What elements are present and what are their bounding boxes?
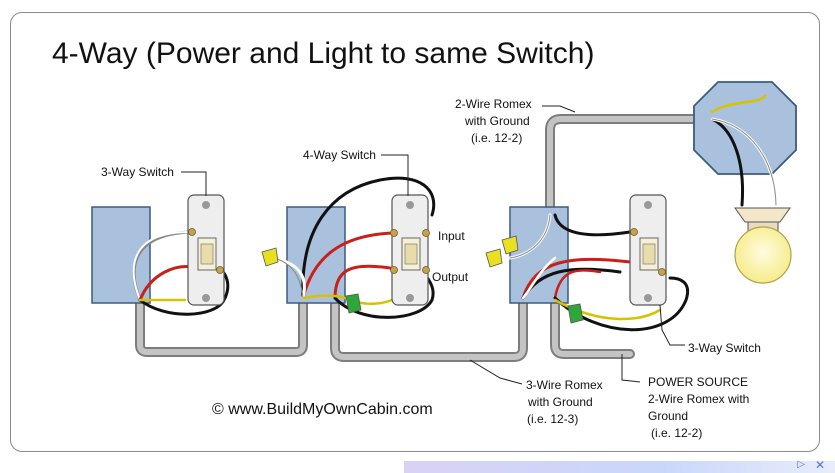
ad-choices-icon[interactable]: ▷ xyxy=(797,459,805,470)
label-power-line4: (i.e. 12-2) xyxy=(651,426,702,440)
label-power-line1: POWER SOURCE xyxy=(648,375,748,389)
label-romex3-line1: 3-Wire Romex xyxy=(526,378,603,392)
ad-close-icon[interactable]: ✕ xyxy=(814,458,825,472)
label-romex2-line3: (i.e. 12-2) xyxy=(471,131,522,145)
light-bulb xyxy=(734,207,792,284)
label-romex3-line3: (i.e. 12-3) xyxy=(527,412,578,426)
label-input: Input xyxy=(438,229,465,243)
wire-nut-yellow xyxy=(485,248,503,268)
junction-box-left xyxy=(91,206,151,304)
diagram-title: 4-Way (Power and Light to same Switch) xyxy=(52,37,594,70)
switch-four-way xyxy=(390,194,430,306)
wire-nut-yellow xyxy=(261,247,279,267)
switch-three-way-right xyxy=(629,194,667,306)
label-romex2-line1: 2-Wire Romex xyxy=(455,97,532,111)
credit-text: © www.BuildMyOwnCabin.com xyxy=(212,401,433,418)
label-power-line3: Ground xyxy=(648,409,688,423)
label-output: Output xyxy=(432,270,469,284)
light-box-octagon xyxy=(693,81,797,175)
wires-middle-switch xyxy=(273,176,436,319)
label-romex2-line2: with Ground xyxy=(464,114,530,128)
label-power-line2: 2-Wire Romex with xyxy=(648,392,749,406)
wire-nut-yellow xyxy=(501,235,519,255)
label-three-way-left: 3-Way Switch xyxy=(101,165,174,179)
wire-nut-green xyxy=(345,293,362,314)
leader-lines xyxy=(181,105,685,385)
ad-banner-strip[interactable]: ▷ ✕ xyxy=(404,458,835,473)
conduit-runs xyxy=(135,114,717,362)
label-four-way: 4-Way Switch xyxy=(303,148,376,162)
conduit-left-to-middle xyxy=(135,295,308,357)
switch-three-way-left xyxy=(187,194,225,306)
label-romex3-line2: with Ground xyxy=(527,395,593,409)
wires-light-box xyxy=(710,94,778,207)
wire-nut-green xyxy=(567,303,584,324)
wire-nuts xyxy=(261,235,584,324)
conduit-middle-to-right xyxy=(330,295,528,362)
label-three-way-right: 3-Way Switch xyxy=(688,341,761,355)
